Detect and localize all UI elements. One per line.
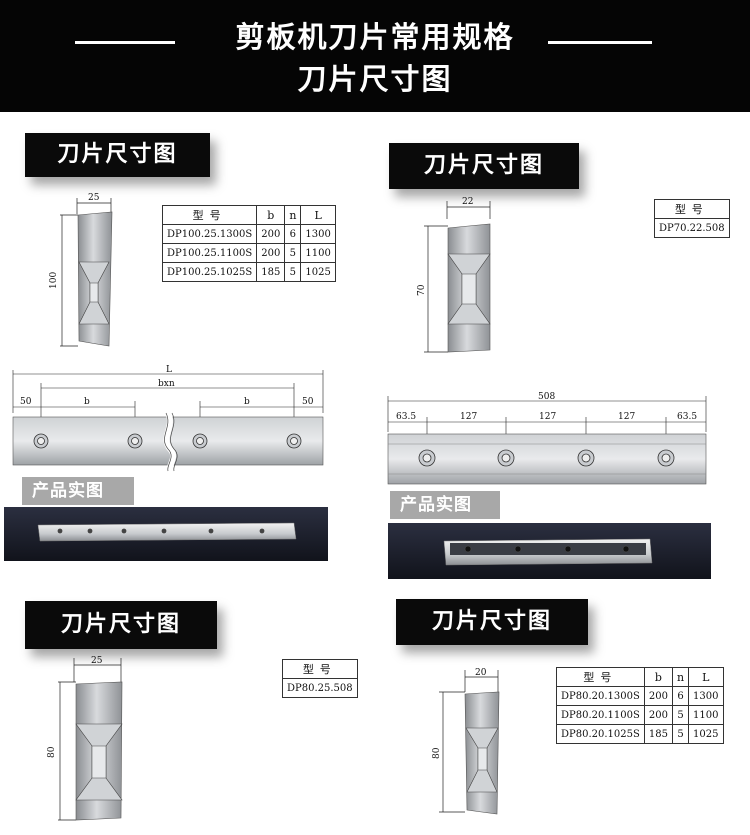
table-row: DP70.22.508 [654, 218, 730, 238]
table-header: n [671, 667, 690, 687]
spec-table-top-left: 型号 b n L DP100.25.1300S 200 6 1300 DP100… [161, 205, 336, 282]
height-dim-label: 70 [417, 284, 427, 296]
blade-long-view-top-left: L bxn 50 b b 50 [12, 365, 324, 472]
end-dim-left: 50 [20, 397, 32, 407]
table-row: DP80.20.1100S 200 5 1100 [556, 705, 724, 725]
table-header: L [300, 205, 336, 225]
table-cell: DP80.20.1100S [556, 705, 645, 725]
table-cell: 185 [256, 262, 286, 282]
table-row: DP100.25.1100S 200 5 1100 [161, 243, 336, 263]
table-cell: DP80.20.1300S [556, 686, 645, 706]
spec-table-top-right: 型号 DP70.22.508 [654, 199, 730, 238]
width-dim-label: 22 [462, 197, 473, 207]
table-cell: 1100 [300, 243, 336, 263]
section-tag-top-left: 刀片尺寸图 [25, 133, 210, 177]
table-cell: 1025 [300, 262, 336, 282]
table-header: 型号 [556, 667, 645, 687]
table-cell: 1300 [300, 224, 336, 244]
segment-dim: 127 [618, 412, 635, 422]
page-header: 剪板机刀片常用规格 刀片尺寸图 [0, 0, 750, 112]
table-row: DP80.20.1025S 185 5 1025 [556, 724, 724, 744]
header-rule-left [75, 41, 175, 44]
table-cell: 185 [643, 724, 673, 744]
segment-dim-left: b [84, 397, 90, 407]
table-header: L [688, 667, 724, 687]
table-cell: 200 [256, 224, 286, 244]
table-cell: 1300 [688, 686, 724, 706]
blade-profile-top-right: 22 70 [417, 197, 491, 353]
spec-table-bottom-left: 型号 DP80.25.508 [282, 659, 358, 698]
table-cell: DP100.25.1100S [161, 243, 258, 263]
segment-dim-right: b [244, 397, 250, 407]
table-cell: DP100.25.1300S [161, 224, 258, 244]
section-tag-top-right: 刀片尺寸图 [389, 143, 579, 189]
table-row: DP100.25.1300S 200 6 1300 [161, 224, 336, 244]
table-cell: 5 [671, 705, 690, 725]
table-cell: 5 [284, 243, 302, 263]
width-dim-label: 25 [88, 193, 100, 203]
segment-dim: 127 [539, 412, 556, 422]
table-cell: DP80.25.508 [282, 678, 358, 698]
end-dim-right: 50 [302, 397, 314, 407]
page-subtitle: 刀片尺寸图 [297, 62, 453, 96]
section-tag-bottom-left: 刀片尺寸图 [25, 601, 217, 649]
blade-profile-bottom-left: 25 80 [47, 656, 123, 821]
total-length-label: 508 [538, 392, 555, 402]
blade-profile-bottom-right: 20 80 [432, 668, 500, 815]
page-title: 剪板机刀片常用规格 [235, 20, 515, 54]
photo-tag-top-right: 产品实图 [390, 491, 500, 519]
width-dim-label: 20 [475, 668, 487, 678]
blade-long-view-top-right: 508 63.5 127 127 127 63.5 [387, 392, 707, 485]
table-cell: DP70.22.508 [654, 218, 730, 238]
spec-table-bottom-right: 型号 b n L DP80.20.1300S 200 6 1300 DP80.2… [556, 667, 724, 744]
table-header: 型号 [654, 199, 730, 219]
height-dim-label: 80 [47, 746, 57, 758]
inner-length-label: bxn [158, 379, 175, 389]
segment-dim: 127 [460, 412, 477, 422]
height-dim-label: 80 [432, 747, 442, 759]
width-dim-label: 25 [91, 656, 103, 666]
table-row: DP80.25.508 [282, 678, 358, 698]
table-cell: DP100.25.1025S [161, 262, 258, 282]
table-row: DP80.20.1300S 200 6 1300 [556, 686, 724, 706]
table-cell: 200 [643, 705, 673, 725]
table-row: DP100.25.1025S 185 5 1025 [161, 262, 336, 282]
table-cell: 5 [671, 724, 690, 744]
table-cell: 6 [671, 686, 690, 706]
table-header: b [256, 205, 286, 225]
table-cell: 200 [643, 686, 673, 706]
table-header: n [284, 205, 302, 225]
product-photo-top-left [4, 507, 328, 561]
table-header: 型号 [161, 205, 258, 225]
table-cell: 5 [284, 262, 302, 282]
table-header: 型号 [282, 659, 358, 679]
header-rule-right [548, 41, 652, 44]
segment-dim: 63.5 [396, 412, 416, 422]
photo-tag-top-left: 产品实图 [22, 477, 134, 505]
height-dim-label: 100 [49, 272, 59, 289]
table-cell: 1100 [688, 705, 724, 725]
table-cell: 1025 [688, 724, 724, 744]
segment-dim: 63.5 [677, 412, 697, 422]
product-photo-top-right [388, 523, 711, 579]
section-tag-bottom-right: 刀片尺寸图 [396, 599, 588, 645]
table-cell: DP80.20.1025S [556, 724, 645, 744]
table-cell: 6 [284, 224, 302, 244]
total-length-label: L [166, 365, 172, 375]
blade-profile-top-left: 25 100 [49, 193, 113, 347]
table-cell: 200 [256, 243, 286, 263]
table-header: b [643, 667, 673, 687]
